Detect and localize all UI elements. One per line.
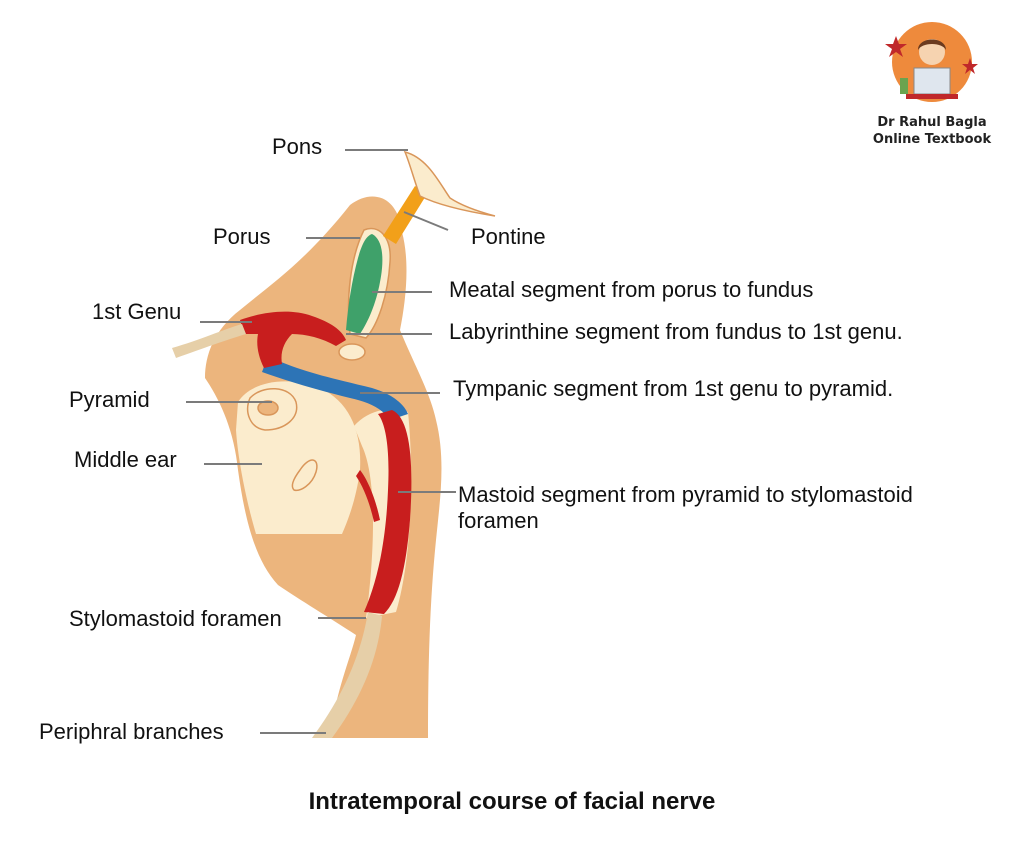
leader-lines [186,149,456,734]
label-pontine: Pontine [471,224,546,249]
logo-line-2: Online Textbook [872,132,992,147]
doctor-avatar-icon [885,22,978,102]
chorda-tympani [356,470,380,522]
label-tympanic-segment: Tympanic segment from 1st genu to pyrami… [453,376,894,401]
publisher-logo: Dr Rahul Bagla Online Textbook [862,22,1002,152]
meatal-segment [346,234,383,334]
figure-caption: Intratemporal course of facial nerve [308,788,716,815]
pons-shape [403,150,496,217]
label-porus: Porus [213,224,271,249]
greater-petrosal-nerve [172,324,246,358]
labyrinth-opening [338,343,366,361]
labyrinthine-segment [240,311,346,368]
label-mastoid-segment: Mastoid segment from pyramid to stylomas… [458,482,913,533]
label-peripheral-branches: Periphral branches [39,719,224,744]
label-labyrinthine-segment: Labyrinthine segment from fundus to 1st … [449,319,903,344]
label-middle-ear: Middle ear [74,447,177,472]
peripheral-branches [312,612,382,738]
label-stylomastoid-foramen: Stylomastoid foramen [69,606,282,631]
pyramid-inner [257,400,279,416]
logo-line-1: Dr Rahul Bagla [877,115,987,130]
tympanic-segment [262,356,408,420]
ossicle-shape [291,459,318,492]
label-meatal-segment: Meatal segment from porus to fundus [449,277,814,302]
label-pyramid: Pyramid [69,387,150,412]
leader-pontine [403,211,449,231]
mastoid-segment [364,410,412,614]
label-first-genu: 1st Genu [92,299,182,324]
label-pons: Pons [272,134,323,159]
pontine-segment [383,186,427,244]
